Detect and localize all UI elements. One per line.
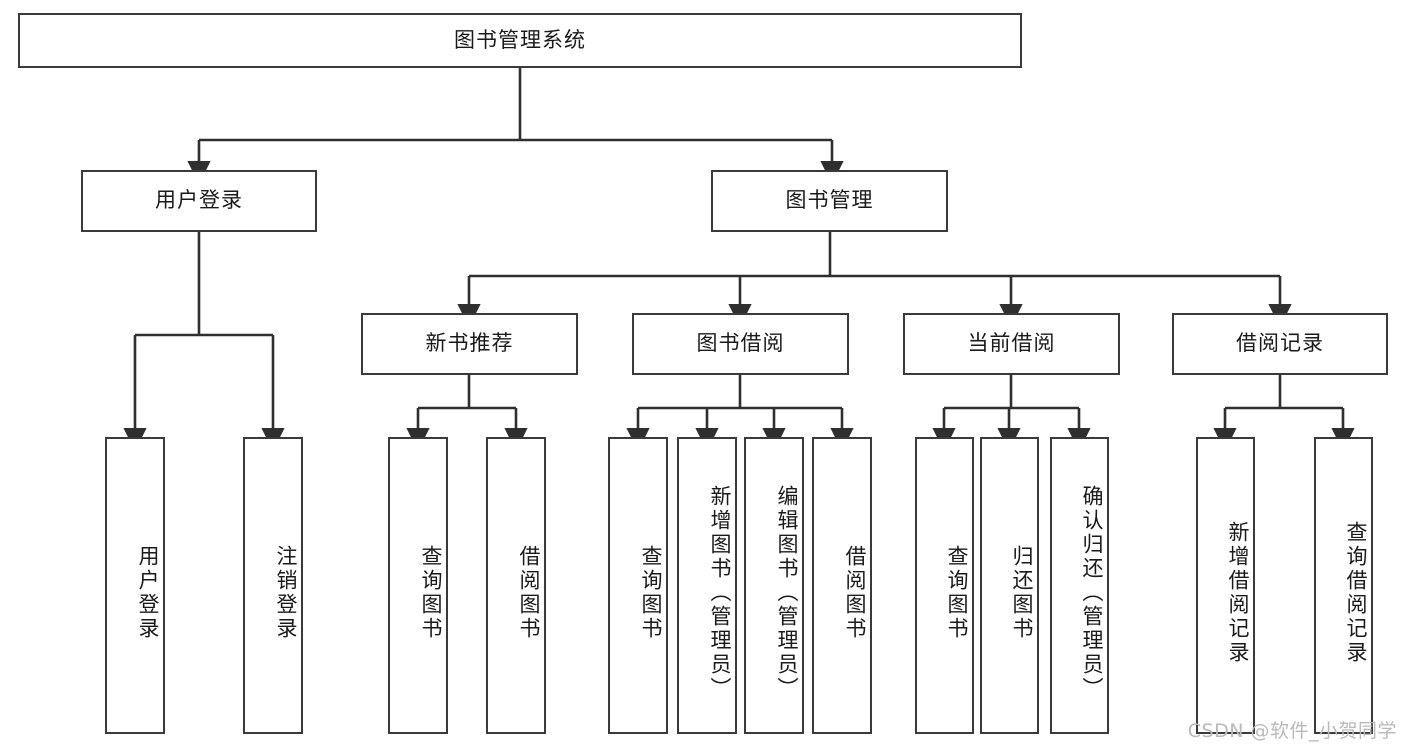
node-borrow-record-label: 借阅记录 (1236, 331, 1324, 356)
leaf-user-login-label: 用户登录 (136, 544, 160, 641)
leaf-query-book-2-label: 查询图书 (639, 544, 663, 641)
leaf-query-book-2[interactable]: 查询图书 (608, 437, 668, 734)
leaf-add-record[interactable]: 新增借阅记录 (1196, 437, 1255, 734)
node-borrow-record[interactable]: 借阅记录 (1172, 313, 1388, 375)
leaf-edit-book[interactable]: 编辑图书（管理员） (744, 437, 804, 734)
node-book-manage-label: 图书管理 (785, 188, 874, 213)
node-book-borrow[interactable]: 图书借阅 (632, 313, 849, 375)
leaf-confirm-return[interactable]: 确认归还（管理员） (1050, 437, 1109, 734)
csdn-watermark: CSDN @软件_小贺同学 (1187, 720, 1397, 742)
node-new-book-recommend-label: 新书推荐 (425, 331, 514, 356)
leaf-query-book-1[interactable]: 查询图书 (388, 437, 448, 734)
leaf-confirm-return-label: 确认归还（管理员） (1080, 484, 1104, 701)
node-new-book-recommend[interactable]: 新书推荐 (361, 313, 578, 375)
leaf-borrow-book-2[interactable]: 借阅图书 (812, 437, 872, 734)
node-book-manage[interactable]: 图书管理 (711, 170, 948, 232)
leaf-query-record-label: 查询借阅记录 (1344, 520, 1368, 665)
leaf-edit-book-label: 编辑图书（管理员） (775, 484, 799, 701)
node-current-borrow[interactable]: 当前借阅 (903, 313, 1120, 375)
node-current-borrow-label: 当前借阅 (967, 331, 1056, 356)
leaf-add-book[interactable]: 新增图书（管理员） (677, 437, 737, 734)
node-user-login-label: 用户登录 (155, 188, 243, 213)
leaf-return-book-label: 归还图书 (1010, 544, 1034, 641)
leaf-borrow-book-2-label: 借阅图书 (843, 544, 867, 641)
leaf-borrow-book-1[interactable]: 借阅图书 (486, 437, 546, 734)
node-user-login[interactable]: 用户登录 (81, 170, 317, 232)
leaf-return-book[interactable]: 归还图书 (980, 437, 1039, 734)
leaf-user-logout[interactable]: 注销登录 (243, 437, 303, 734)
leaf-query-book-1-label: 查询图书 (419, 544, 443, 641)
leaf-query-record[interactable]: 查询借阅记录 (1314, 437, 1373, 734)
leaf-query-book-3-label: 查询图书 (945, 544, 969, 641)
leaf-add-record-label: 新增借阅记录 (1226, 520, 1250, 665)
node-root-label: 图书管理系统 (454, 27, 586, 52)
leaf-borrow-book-1-label: 借阅图书 (517, 544, 541, 641)
node-root[interactable]: 图书管理系统 (18, 13, 1022, 68)
leaf-user-login[interactable]: 用户登录 (105, 437, 165, 734)
node-book-borrow-label: 图书借阅 (696, 331, 785, 356)
leaf-add-book-label: 新增图书（管理员） (708, 484, 732, 701)
leaf-query-book-3[interactable]: 查询图书 (915, 437, 974, 734)
leaf-user-logout-label: 注销登录 (274, 544, 298, 641)
